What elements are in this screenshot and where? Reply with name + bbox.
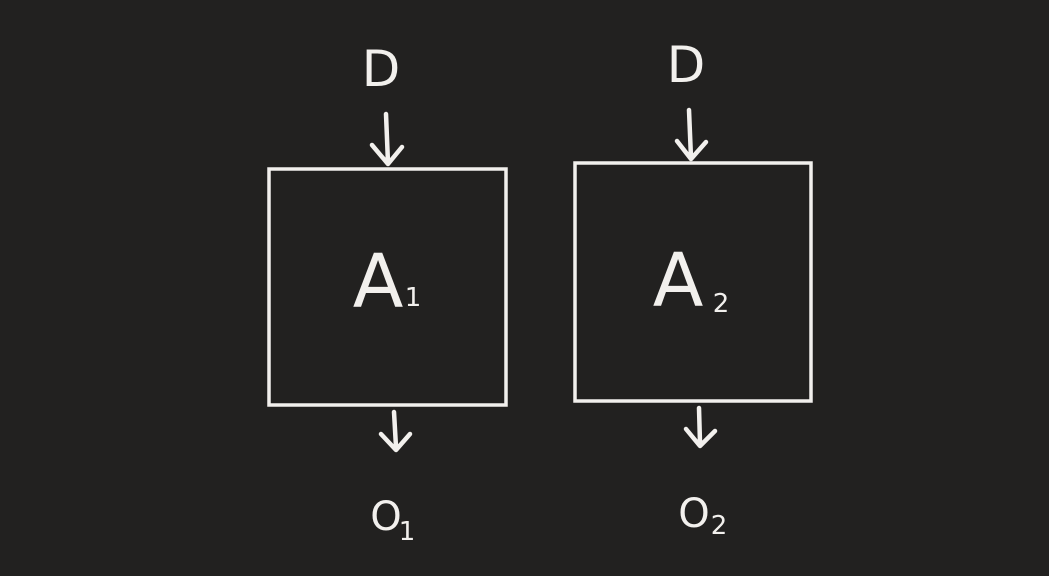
block-1-output-arrow	[378, 409, 413, 453]
block-1: D A 1 O 1	[267, 40, 508, 547]
block-1-box	[267, 167, 508, 407]
block-2-name: A	[653, 238, 704, 324]
block-2-output-label: O	[678, 491, 709, 537]
block-1-name: A	[353, 239, 404, 325]
block-2-output-arrow	[683, 405, 718, 449]
block-1-input-arrow	[369, 111, 405, 167]
block-2: D A 2 O 2	[573, 36, 813, 541]
block-2-input-label: D	[667, 36, 706, 94]
block-1-output-label: O	[370, 494, 401, 540]
block-2-name-subscript: 2	[713, 289, 730, 319]
block-2-output-subscript: 2	[711, 511, 728, 541]
block-1-name-subscript: 1	[405, 283, 422, 313]
block-2-input-arrow	[674, 107, 709, 162]
block-1-output-subscript: 1	[399, 517, 416, 547]
block-2-box	[573, 161, 813, 403]
block-1-input-label: D	[362, 40, 401, 98]
